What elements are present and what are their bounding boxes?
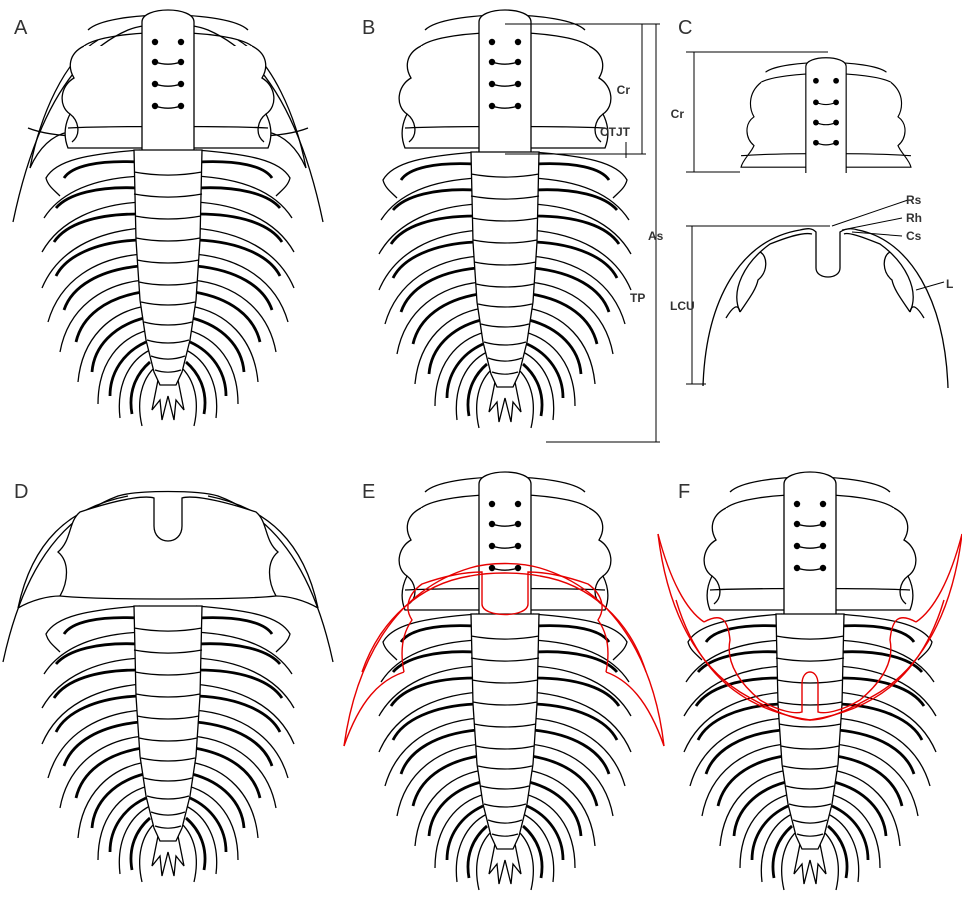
panel-d: D — [3, 481, 333, 882]
label-cs: Cs — [906, 229, 922, 243]
label-cr-b: Cr — [617, 83, 631, 97]
panel-c-cranidium — [741, 58, 911, 173]
panel-e-drawing — [379, 472, 631, 890]
panel-b: B Cr CTJT As TP — [362, 10, 664, 442]
panel-c-lower-cephalic-unit — [703, 229, 948, 388]
panel-label-f: F — [678, 481, 690, 503]
panel-c-lcu-bar — [686, 200, 944, 384]
panel-label-d: D — [14, 481, 28, 503]
panel-label-a: A — [14, 17, 28, 39]
panel-label-c: C — [678, 17, 692, 39]
panel-c: C Cr — [670, 17, 953, 388]
panel-f: F — [658, 472, 962, 890]
label-l: L — [946, 277, 953, 291]
panel-label-e: E — [362, 481, 375, 503]
label-rh: Rh — [906, 211, 922, 225]
panel-a-drawing — [13, 10, 323, 426]
label-tp: TP — [630, 291, 645, 305]
label-cr-c: Cr — [671, 107, 685, 121]
label-ctjt: CTJT — [600, 125, 631, 139]
panel-d-drawing — [3, 492, 333, 883]
panel-f-drawing — [684, 472, 936, 890]
panel-b-drawing — [379, 10, 631, 428]
label-as: As — [648, 229, 664, 243]
panel-a: A — [13, 10, 323, 426]
panel-label-b: B — [362, 17, 375, 39]
label-lcu: LCU — [670, 299, 695, 313]
label-rs: Rs — [906, 193, 922, 207]
panel-e: E — [344, 472, 664, 890]
